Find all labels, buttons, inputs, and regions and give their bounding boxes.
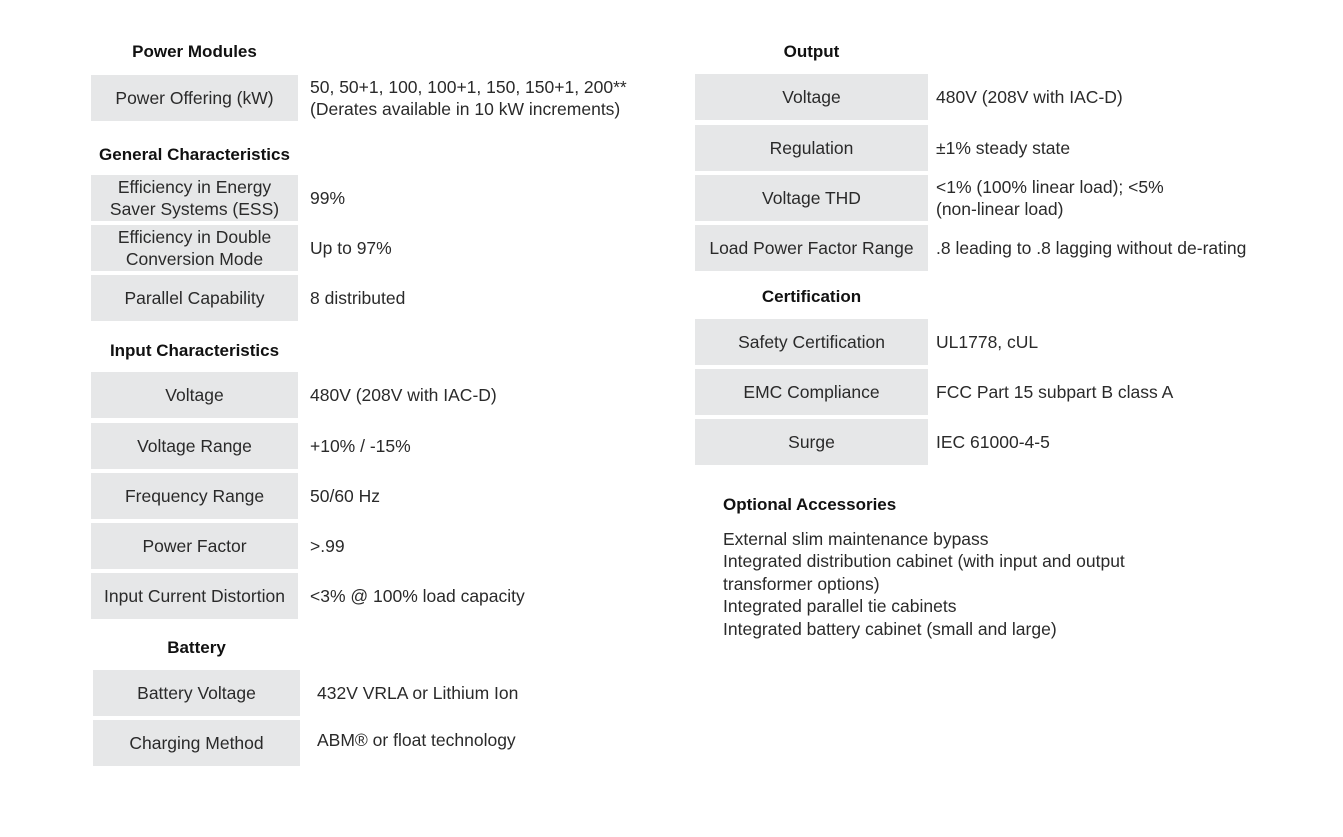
power-factor-label: Power Factor bbox=[91, 523, 298, 569]
input-voltage-value: 480V (208V with IAC-D) bbox=[310, 385, 497, 405]
efficiency-double-conversion-value: Up to 97% bbox=[310, 238, 392, 258]
battery-heading: Battery bbox=[167, 638, 226, 657]
emc-compliance-value: FCC Part 15 subpart B class A bbox=[936, 382, 1174, 402]
power-offering-value-line2: (Derates available in 10 kW increments) bbox=[310, 99, 621, 119]
output-voltage-label: Voltage bbox=[695, 74, 928, 120]
output-heading: Output bbox=[783, 42, 840, 61]
load-power-factor-range-value: .8 leading to .8 lagging without de-rati… bbox=[936, 238, 1247, 258]
voltage-thd-value: <1% (100% linear load); <5% (non-linear … bbox=[936, 175, 1336, 221]
battery-voltage-value: 432V VRLA or Lithium Ion bbox=[317, 683, 519, 703]
accessory-item: transformer options) bbox=[723, 573, 880, 594]
voltage-thd-value-line1: <1% (100% linear load); <5% bbox=[936, 177, 1164, 197]
input-voltage-label: Voltage bbox=[91, 372, 298, 418]
emc-compliance-label: EMC Compliance bbox=[695, 369, 928, 415]
voltage-range-value: +10% / -15% bbox=[310, 436, 411, 456]
optional-accessories-list: External slim maintenance bypass Integra… bbox=[723, 528, 1193, 640]
safety-certification-label: Safety Certification bbox=[695, 319, 928, 365]
accessory-item: External slim maintenance bypass bbox=[723, 529, 989, 549]
regulation-value: ±1% steady state bbox=[936, 138, 1071, 158]
surge-value: IEC 61000-4-5 bbox=[936, 432, 1050, 452]
general-characteristics-heading: General Characteristics bbox=[99, 145, 290, 164]
frequency-range-value: 50/60 Hz bbox=[310, 486, 381, 506]
certification-heading: Certification bbox=[761, 287, 862, 306]
voltage-range-label: Voltage Range bbox=[91, 423, 298, 469]
efficiency-double-conversion-label-line1: Efficiency in Double bbox=[117, 227, 272, 247]
load-power-factor-range-label: Load Power Factor Range bbox=[695, 225, 928, 271]
efficiency-ess-label-line2: Saver Systems (ESS) bbox=[109, 199, 280, 219]
accessory-item: Integrated parallel tie cabinets bbox=[723, 596, 957, 617]
input-current-distortion-label: Input Current Distortion bbox=[91, 573, 298, 619]
frequency-range-label: Frequency Range bbox=[91, 473, 298, 519]
regulation-label: Regulation bbox=[695, 125, 928, 171]
battery-voltage-label: Battery Voltage bbox=[93, 670, 300, 716]
parallel-capability-value: 8 distributed bbox=[310, 288, 406, 308]
safety-certification-value: UL1778, cUL bbox=[936, 332, 1039, 352]
parallel-capability-label: Parallel Capability bbox=[91, 275, 298, 321]
accessory-item: Integrated distribution cabinet (with in… bbox=[723, 551, 1125, 572]
efficiency-ess-value: 99% bbox=[310, 188, 346, 208]
optional-accessories-heading: Optional Accessories bbox=[723, 495, 897, 514]
power-offering-value: 50, 50+1, 100, 100+1, 150, 150+1, 200** … bbox=[310, 75, 660, 121]
charging-method-label: Charging Method bbox=[93, 720, 300, 766]
efficiency-ess-label-line1: Efficiency in Energy bbox=[117, 177, 272, 197]
power-offering-label: Power Offering (kW) bbox=[91, 75, 298, 121]
charging-method-value: ABM® or float technology bbox=[317, 730, 516, 750]
efficiency-double-conversion-label: Efficiency in Double Conversion Mode bbox=[91, 225, 298, 271]
power-offering-value-line1: 50, 50+1, 100, 100+1, 150, 150+1, 200** bbox=[310, 77, 627, 97]
efficiency-double-conversion-label-line2: Conversion Mode bbox=[125, 249, 264, 269]
power-modules-heading: Power Modules bbox=[132, 42, 257, 61]
input-characteristics-heading: Input Characteristics bbox=[109, 341, 280, 360]
output-voltage-value: 480V (208V with IAC-D) bbox=[936, 87, 1123, 107]
voltage-thd-label: Voltage THD bbox=[695, 175, 928, 221]
voltage-thd-value-line2: (non-linear load) bbox=[936, 199, 1064, 219]
efficiency-ess-label: Efficiency in Energy Saver Systems (ESS) bbox=[91, 175, 298, 221]
power-factor-value: >.99 bbox=[310, 536, 345, 556]
accessory-item: Integrated battery cabinet (small and la… bbox=[723, 618, 1057, 639]
surge-label: Surge bbox=[695, 419, 928, 465]
input-current-distortion-value: <3% @ 100% load capacity bbox=[310, 586, 525, 606]
